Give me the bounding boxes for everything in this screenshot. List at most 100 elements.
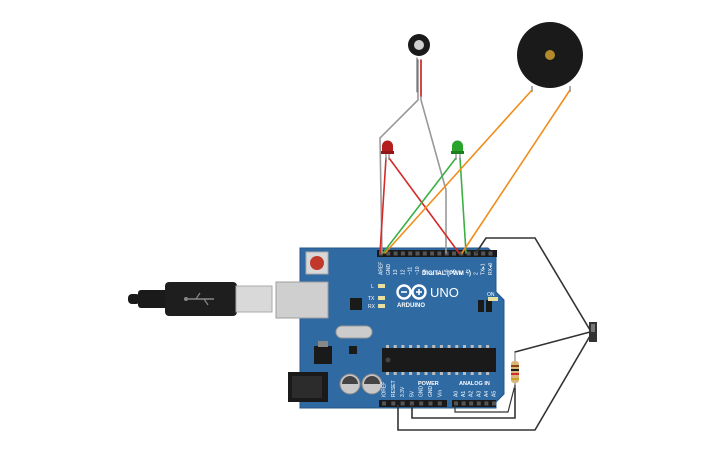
analog-pin[interactable] [492,401,496,406]
digital-pin-label: ~9 [422,269,428,275]
digital-pin-label: ~11 [408,267,414,275]
usb-chip [350,298,362,310]
voltage-regulator [314,346,332,364]
arduino-logo-icon [396,284,427,300]
vibration-motor[interactable] [408,34,430,56]
crystal-oscillator [335,325,373,339]
analog-pin[interactable] [476,401,481,406]
power-pin-label: RESET [391,380,397,397]
capacitor [339,373,361,395]
digital-pin[interactable] [488,251,493,256]
green-led-wire-2 [459,157,467,254]
power-pin-label: 3.3V [400,386,406,397]
rx-label: RX [368,304,376,310]
analog-pin-label: A1 [461,391,467,397]
digital-pin[interactable] [452,251,456,256]
power-pin-label: 5V [409,390,415,397]
buzzer-wire-1 [384,89,533,254]
analog-pin-label: A3 [476,391,482,397]
red-led-wire-2 [388,157,460,254]
power-pin[interactable] [391,401,396,406]
digital-header-label: DIGITAL (PWM ~) [422,271,471,277]
digital-pin-label: 4 [459,272,465,275]
digital-pin[interactable] [466,251,471,256]
motor-wire-1 [379,59,419,254]
usb-icon [184,292,214,306]
analog-pin[interactable] [484,401,489,406]
red-led[interactable] [381,140,394,161]
power-pin[interactable] [409,401,414,406]
power-pin[interactable] [428,401,433,406]
analog-header-label: ANALOG IN [459,381,490,387]
power-pin[interactable] [382,401,386,406]
power-pin-label: GND [428,386,434,398]
resistor[interactable] [511,352,519,388]
digital-pin-label: ~3 [466,269,472,275]
digital-pin[interactable] [459,251,464,256]
digital-pin-label: TX▸1 [481,263,487,275]
analog-pin[interactable] [454,401,458,406]
digital-pin-label: ~5 [452,269,458,275]
usb-cable[interactable] [128,282,273,316]
digital-pin[interactable] [408,251,413,256]
digital-pin-label: ~6 [444,269,450,275]
reset-button[interactable] [305,251,329,275]
green-led[interactable] [451,140,464,161]
usb-port [275,281,329,319]
digital-pin-label: 12 [400,269,406,275]
buzzer-wire-2 [461,89,571,254]
analog-header [452,400,496,407]
resistor-wire-b [411,384,516,419]
digital-pin-label: RX◂0 [488,263,494,275]
green-led-wire-1 [382,157,457,254]
digital-pin-label: 7 [437,272,443,275]
digital-pin-label: 2 [473,272,479,275]
digital-pin[interactable] [415,251,420,256]
digital-pin[interactable] [481,251,486,256]
power-pin-label: GND [419,386,425,398]
analog-pin-label: A2 [469,391,475,397]
motor-wire-2 [420,59,447,254]
red-led-wire-1 [379,157,387,254]
power-pin[interactable] [419,401,424,406]
wires [379,57,591,431]
arduino-uno-board[interactable]: L TX RX ON UNO ARDUINO DIGITAL (PWM ~) P… [275,247,505,409]
power-pin-label: IOREF [382,382,388,397]
tx-led [378,296,385,300]
analog-pin[interactable] [461,401,466,406]
digital-pin[interactable] [393,251,398,256]
rx-led [378,304,385,308]
digital-pin[interactable] [430,251,435,256]
tx-label: TX [368,296,375,302]
digital-pin[interactable] [422,251,427,256]
digital-header [377,250,497,257]
power-pin-label: Vin [437,390,443,397]
analog-pin-label: A5 [492,391,498,397]
switch-wire-1 [475,237,591,331]
model-label: UNO [430,285,459,300]
on-led [488,297,498,301]
slide-switch[interactable] [589,322,597,342]
digital-pin-label: ~10 [415,266,421,275]
switch-wire-2 [397,335,591,431]
resistor-wire-a [514,331,591,353]
digital-pin[interactable] [386,251,391,256]
power-pin[interactable] [437,401,442,406]
digital-pin[interactable] [400,251,405,256]
analog-pin-label: A0 [454,391,460,397]
digital-pin-label: GND [386,264,392,276]
l-led-label: L [371,284,374,290]
digital-pin[interactable] [437,251,442,256]
analog-pin[interactable] [469,401,474,406]
digital-pin[interactable] [379,251,383,256]
digital-pin-label: 13 [393,269,399,275]
analog-pin-label: A4 [484,391,490,397]
power-pin[interactable] [400,401,405,406]
atmega-chip [382,345,496,375]
brand-label: ARDUINO [397,303,425,309]
digital-pin[interactable] [444,251,449,256]
piezo-buzzer[interactable] [517,22,583,92]
digital-pin-label: AREF [379,262,385,275]
